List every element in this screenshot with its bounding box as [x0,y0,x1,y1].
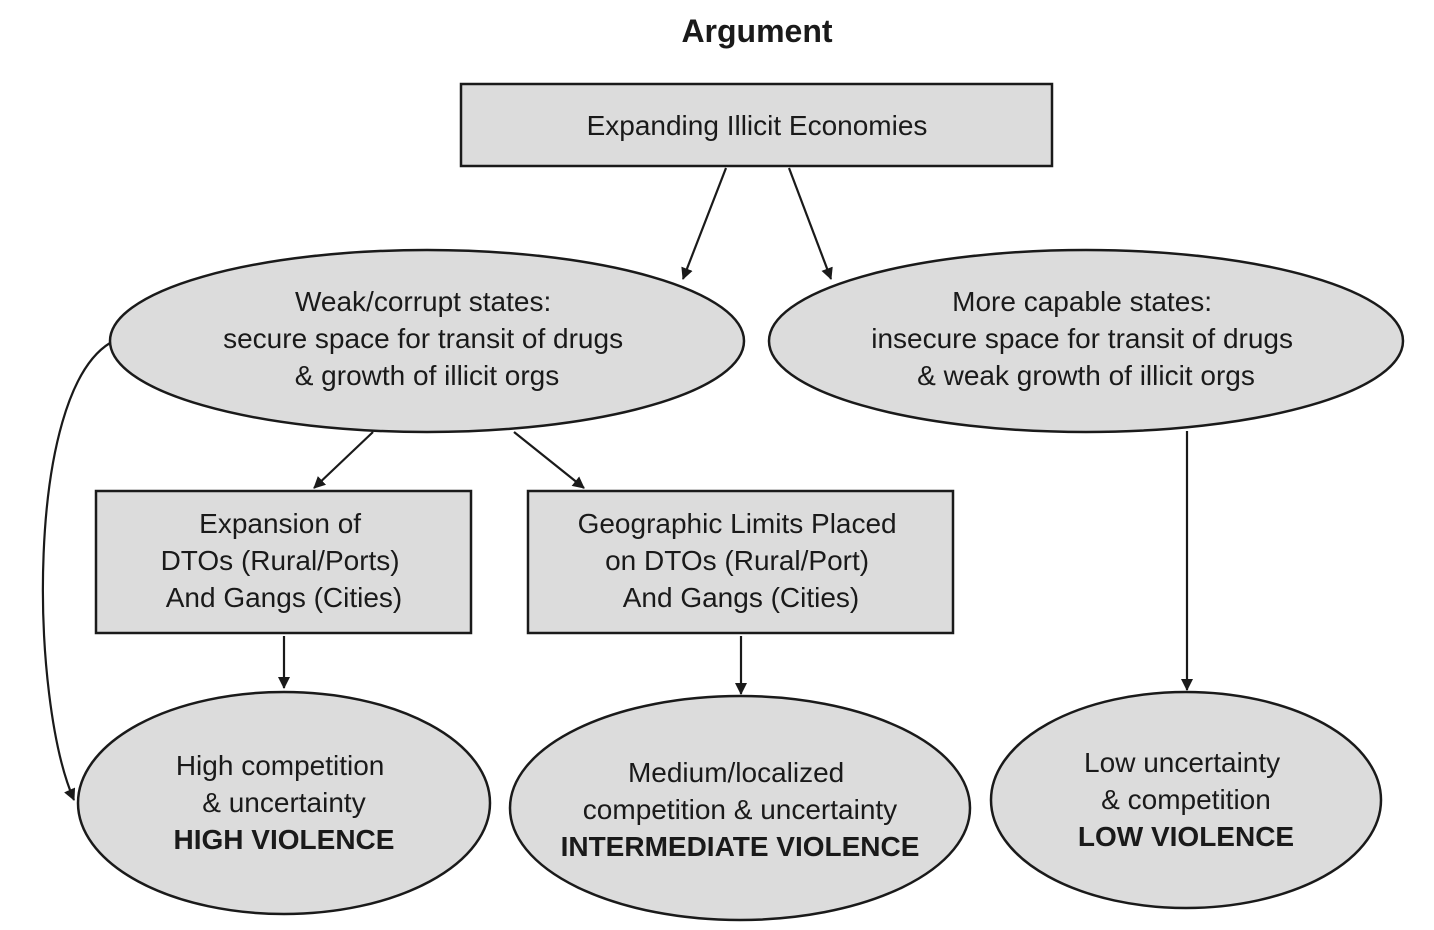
node-expansion-of-dtos: Expansion of DTOs (Rural/Ports) And Gang… [94,489,473,635]
svg-text:Medium/localized competi: Medium/localized competition & uncertain… [583,757,897,825]
node-low-violence: Low uncertainty & competition LOW VIOLEN… [989,690,1383,910]
diagram-title: Argument [681,13,832,49]
edge-weak-states-to-expansion-dtos [313,431,374,489]
node-high-violence: High competition & uncertainty HIGH VIOL… [76,690,492,916]
node-label-line: Geographic Limits Placed [578,508,897,539]
svg-text:More capable states: ins: More capable states: insecure space for … [871,286,1301,391]
node-label-line: Weak/corrupt states: [295,286,551,317]
svg-text:Expanding Illicit Economies: Expanding Illicit Economies [587,110,928,141]
node-label-line: High competition [176,750,385,781]
node-label-line: DTOs (Rural/Ports) [161,545,400,576]
node-label-line: competition & uncertainty [583,794,897,825]
node-emphasis-label: HIGH VIOLENCE [174,824,395,855]
node-intermediate-violence: Medium/localized competition & uncertain… [508,694,972,922]
node-label-line: Expansion of [199,508,361,539]
edge-expanding-to-weak-states [681,167,728,280]
node-label-line: & uncertainty [202,787,365,818]
node-label-line: & weak growth of illicit orgs [917,360,1255,391]
node-label-line: & competition [1101,784,1271,815]
node-more-capable-states: More capable states: insecure space for … [767,248,1405,434]
edge-weak-states-to-geographic-limits [513,431,585,489]
svg-text:Geographic Limits Placed: Geographic Limits Placed on DTOs (Rural/… [578,508,905,613]
node-label-line: secure space for transit of drugs [223,323,623,354]
node-geographic-limits: Geographic Limits Placed on DTOs (Rural/… [526,489,955,635]
node-emphasis-label: LOW VIOLENCE [1078,821,1294,852]
node-label-line: on DTOs (Rural/Port) [605,545,869,576]
svg-text:Low uncertainty & compet: Low uncertainty & competition [1084,747,1288,815]
svg-text:Weak/corrupt states: sec: Weak/corrupt states: secure space for tr… [223,286,631,391]
node-label-line: & growth of illicit orgs [295,360,560,391]
node-emphasis-label: INTERMEDIATE VIOLENCE [561,831,920,862]
node-label-line: Low uncertainty [1084,747,1280,778]
edge-expanding-to-capable-states [787,167,833,280]
svg-text:High competition & uncer: High competition & uncertainty [176,750,392,818]
node-label-line: And Gangs (Cities) [623,582,860,613]
node-label-line: Expanding Illicit Economies [587,110,928,141]
node-label-line: And Gangs (Cities) [166,582,403,613]
svg-text:Expansion of DTOs (Rural: Expansion of DTOs (Rural/Ports) And Gang… [161,508,408,613]
node-weak-corrupt-states: Weak/corrupt states: secure space for tr… [108,248,746,434]
node-expanding-illicit-economies: Expanding Illicit Economies [459,82,1054,168]
edge-weak-states-to-high-violence [41,342,111,801]
node-label-line: More capable states: [952,286,1212,317]
node-label-line: Medium/localized [628,757,844,788]
node-label-line: insecure space for transit of drugs [871,323,1293,354]
